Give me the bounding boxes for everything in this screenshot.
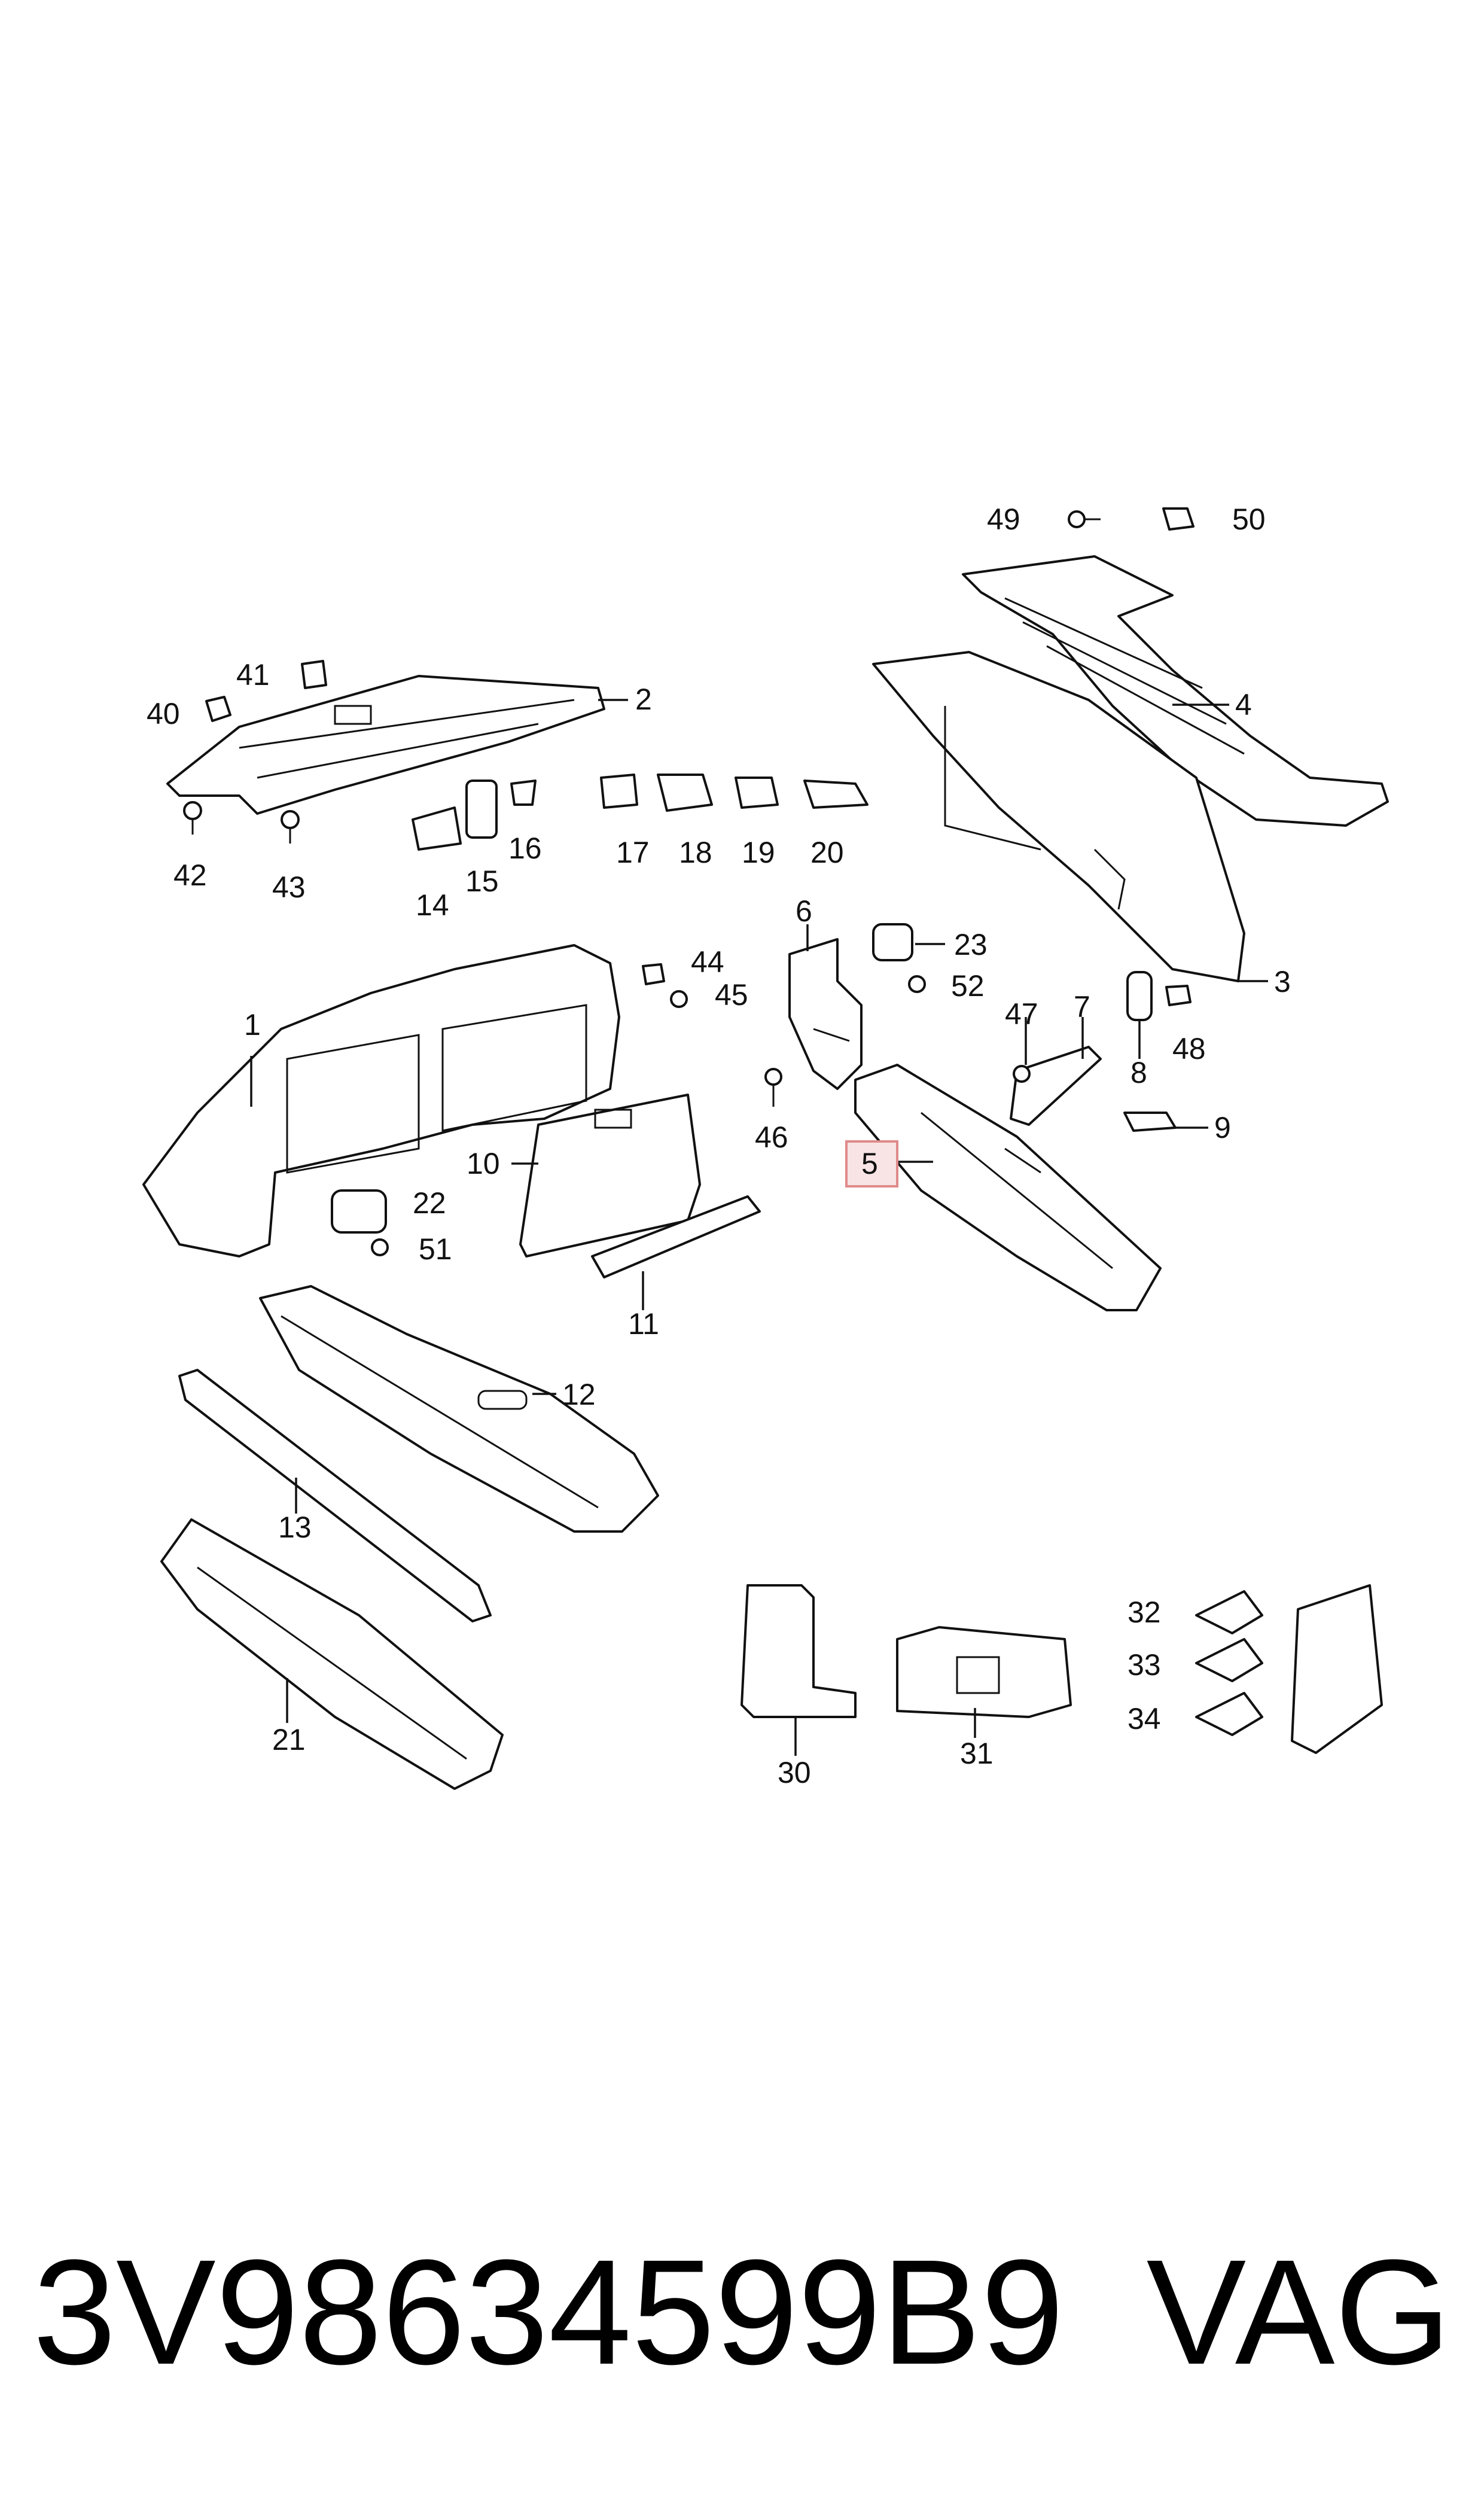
callout-34: 34 bbox=[1128, 1702, 1161, 1735]
brand-name: VAG bbox=[1146, 2228, 1451, 2395]
part-23-drawing bbox=[872, 923, 913, 961]
callout-5-highlight bbox=[845, 1140, 898, 1188]
screw-45-drawing bbox=[670, 990, 688, 1008]
part-6-drawing bbox=[788, 938, 863, 1090]
callout-20: 20 bbox=[810, 836, 844, 869]
clip-14-drawing bbox=[412, 806, 462, 851]
callout-50: 50 bbox=[1232, 503, 1266, 536]
callout-32: 32 bbox=[1128, 1596, 1161, 1629]
part-33-drawing bbox=[1195, 1638, 1263, 1682]
callout-44: 44 bbox=[691, 945, 724, 979]
callout-22: 22 bbox=[413, 1186, 446, 1220]
callout-42: 42 bbox=[173, 858, 207, 892]
callout-2: 2 bbox=[635, 683, 652, 716]
callout-labels: 1 2 3 4 5 6 7 8 9 10 11 12 13 14 15 16 1… bbox=[147, 503, 1291, 1789]
callout-33: 33 bbox=[1128, 1648, 1161, 1682]
callout-23: 23 bbox=[954, 928, 988, 961]
clip-20-drawing bbox=[803, 780, 869, 809]
part-21-drawing bbox=[160, 1518, 504, 1790]
callout-18: 18 bbox=[679, 836, 712, 869]
part-30-drawing bbox=[741, 1584, 857, 1718]
part-22-drawing bbox=[331, 1189, 387, 1234]
screw-52-drawing bbox=[908, 975, 926, 993]
callout-48: 48 bbox=[1172, 1032, 1206, 1065]
part-4-drawing bbox=[962, 555, 1389, 827]
part-12-drawing bbox=[259, 1285, 659, 1533]
screw-47-drawing bbox=[1013, 1065, 1031, 1083]
callout-49: 49 bbox=[987, 503, 1020, 536]
part-5-drawing bbox=[854, 1064, 1162, 1311]
callout-7: 7 bbox=[1074, 990, 1090, 1024]
callout-31: 31 bbox=[960, 1737, 994, 1770]
nut-50-drawing bbox=[1162, 507, 1194, 531]
part-number: 3V98634599B9 bbox=[33, 2228, 1064, 2395]
callout-17: 17 bbox=[616, 836, 650, 869]
screw-43-drawing bbox=[281, 810, 300, 844]
part-7-drawing bbox=[1010, 1046, 1102, 1126]
callout-5: 5 bbox=[861, 1147, 878, 1180]
leader-lines bbox=[250, 699, 1268, 1756]
screw-42-drawing bbox=[183, 801, 202, 835]
callout-8: 8 bbox=[1130, 1056, 1147, 1089]
clip-18-drawing bbox=[657, 774, 713, 812]
part-34-drawing bbox=[1195, 1692, 1263, 1736]
callout-6: 6 bbox=[796, 894, 812, 928]
part-11-drawing bbox=[591, 1195, 761, 1278]
screw-48-drawing bbox=[1165, 985, 1192, 1006]
callout-3: 3 bbox=[1274, 965, 1291, 998]
callout-14: 14 bbox=[416, 888, 449, 922]
callout-19: 19 bbox=[742, 836, 775, 869]
fastener-40-drawing bbox=[205, 696, 231, 722]
callout-16: 16 bbox=[508, 832, 542, 865]
clip-16-drawing bbox=[510, 780, 537, 806]
clip-8-drawing bbox=[1126, 971, 1153, 1021]
callout-52: 52 bbox=[951, 969, 985, 1003]
fastener-41-drawing bbox=[301, 660, 327, 689]
callout-4: 4 bbox=[1235, 688, 1252, 721]
callout-45: 45 bbox=[715, 978, 748, 1012]
clip-19-drawing bbox=[735, 777, 779, 809]
part-9-drawing bbox=[1123, 1112, 1177, 1132]
part-1-drawing bbox=[142, 944, 620, 1258]
screw-49-drawing bbox=[1068, 510, 1101, 528]
callout-11: 11 bbox=[628, 1307, 659, 1341]
part-31-drawing bbox=[896, 1626, 1072, 1718]
callout-41: 41 bbox=[236, 658, 270, 692]
callout-9: 9 bbox=[1214, 1111, 1231, 1144]
screw-51-drawing bbox=[371, 1238, 389, 1256]
screw-44-drawing bbox=[642, 963, 665, 985]
clip-17-drawing bbox=[600, 774, 638, 809]
callout-21: 21 bbox=[272, 1723, 306, 1756]
callout-40: 40 bbox=[147, 697, 180, 730]
part-32-drawing bbox=[1195, 1590, 1263, 1634]
callout-43: 43 bbox=[272, 870, 306, 904]
callout-30: 30 bbox=[778, 1756, 811, 1789]
part-2-drawing bbox=[166, 675, 605, 815]
clip-15-drawing bbox=[465, 780, 498, 839]
callout-47: 47 bbox=[1005, 997, 1038, 1031]
screw-46-drawing bbox=[764, 1068, 782, 1107]
trim-mat-drawing bbox=[1291, 1584, 1383, 1754]
callout-12: 12 bbox=[562, 1378, 596, 1411]
callout-51: 51 bbox=[419, 1232, 452, 1266]
callout-1: 1 bbox=[244, 1008, 261, 1042]
callout-10: 10 bbox=[467, 1147, 500, 1180]
part-13-drawing bbox=[178, 1369, 492, 1622]
callout-13: 13 bbox=[278, 1511, 312, 1544]
callout-15: 15 bbox=[465, 864, 499, 898]
callout-46: 46 bbox=[755, 1121, 788, 1154]
